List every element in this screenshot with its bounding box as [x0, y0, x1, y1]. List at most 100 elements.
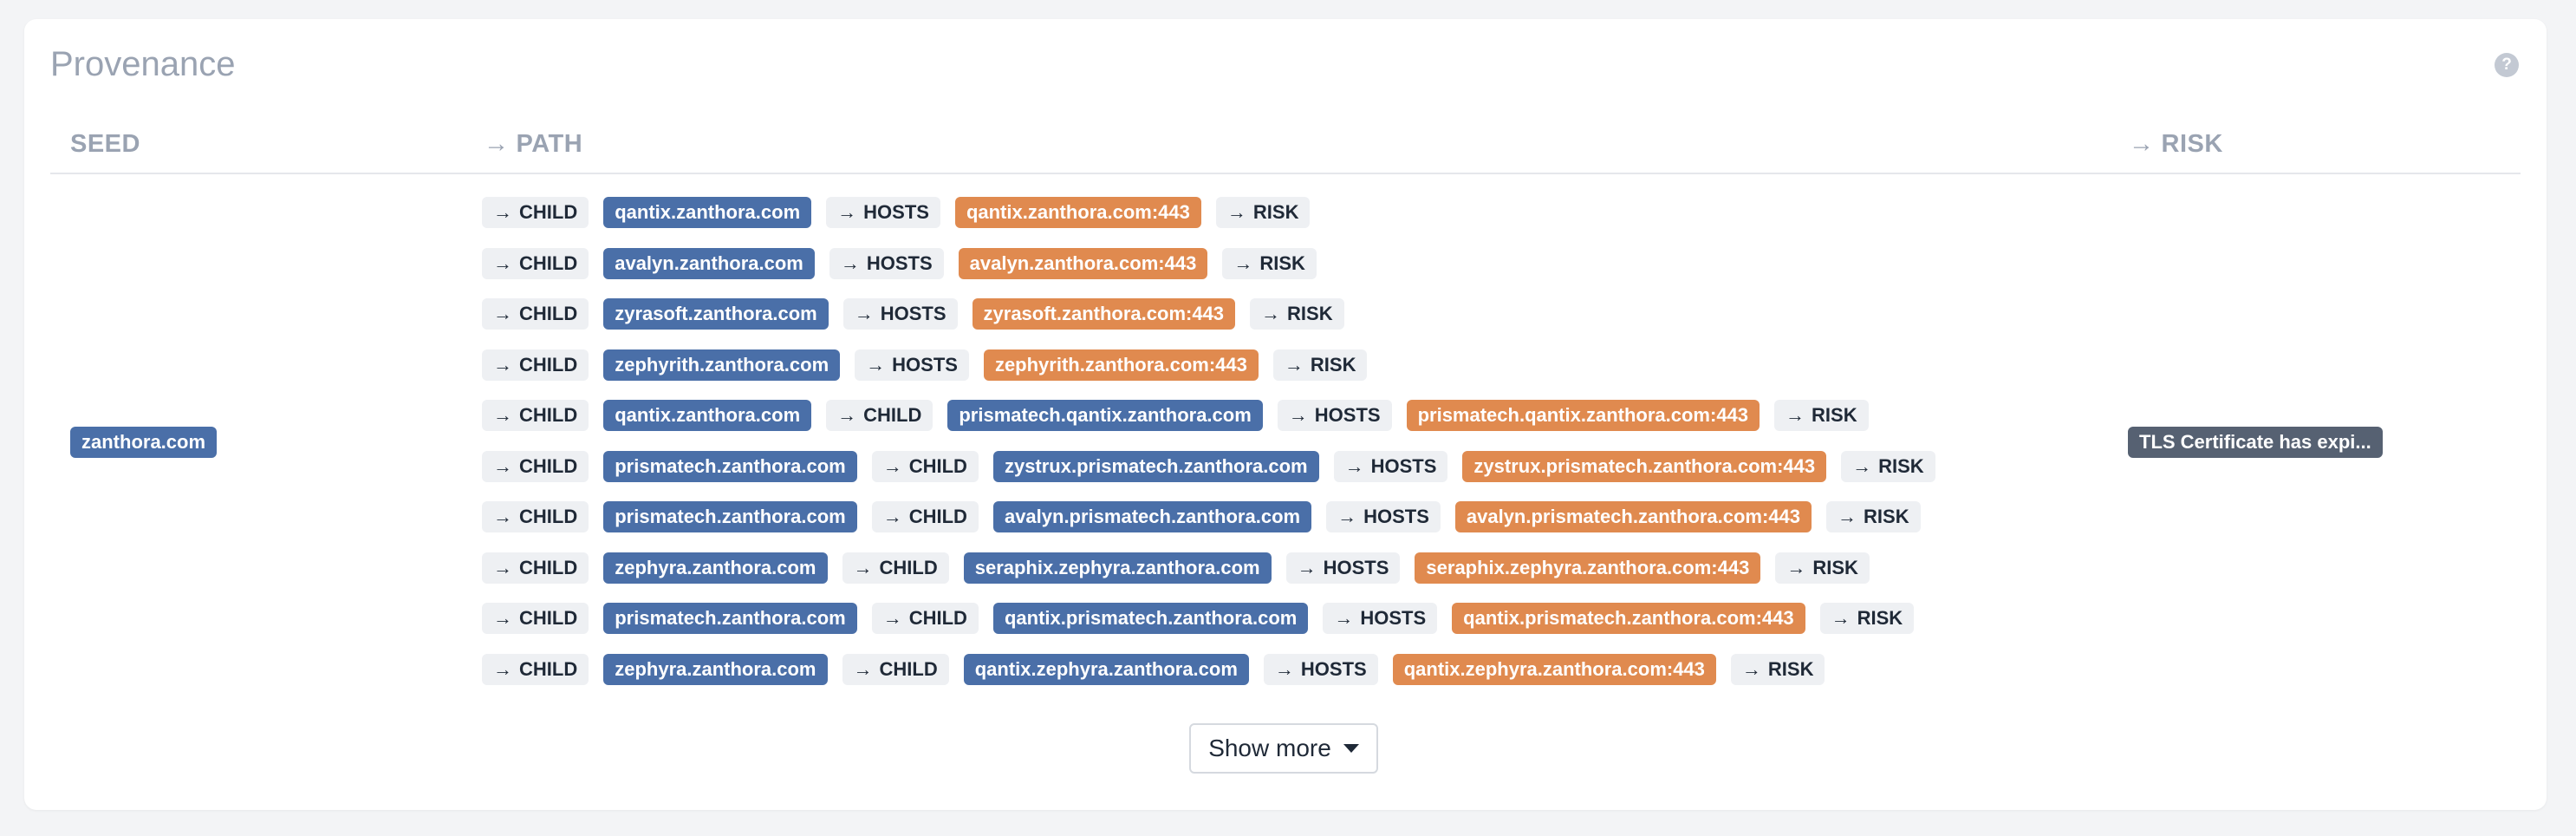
relation-label: CHILD [519, 303, 578, 324]
help-icon[interactable]: ? [2495, 53, 2519, 77]
arrow-right-icon: → [493, 657, 512, 680]
port-chip[interactable]: avalyn.prismatech.zanthora.com:443 [1454, 501, 1812, 532]
domain-chip[interactable]: avalyn.zanthora.com [603, 247, 815, 279]
relation-chip-child[interactable]: →CHILD [826, 400, 933, 431]
arrow-right-icon: → [1741, 657, 1761, 680]
relation-chip-risk[interactable]: →RISK [1222, 247, 1317, 279]
relation-chip-child[interactable]: → CHILD [842, 552, 949, 584]
port-chip[interactable]: prismatech.qantix.zanthora.com:443 [1406, 400, 1760, 431]
domain-chip[interactable]: prismatech.zanthora.com [603, 450, 857, 482]
relation-label: CHILD [519, 251, 578, 274]
relation-chip-child[interactable]: →CHILD [482, 450, 589, 482]
relation-label: CHILD [908, 454, 967, 477]
domain-chip[interactable]: zephyra.zanthora.com [603, 552, 828, 584]
relation-chip-hosts[interactable]: →HOSTS [826, 197, 940, 228]
domain-chip[interactable]: zyrasoft.zanthora.com [603, 298, 829, 330]
column-header-risk: →RISK [2129, 130, 2223, 159]
arrow-right-icon: → [1297, 556, 1317, 578]
port-chip[interactable]: zystrux.prismatech.zanthora.com:443 [1462, 450, 1827, 482]
relation-label: HOSTS [1363, 506, 1429, 527]
relation-chip-risk[interactable]: →RISK [1819, 603, 1915, 634]
domain-chip[interactable]: avalyn.prismatech.zanthora.com [992, 501, 1312, 532]
arrow-right-icon: → [1838, 506, 1857, 527]
relation-chip-child[interactable]: → CHILD [871, 450, 979, 482]
relation-label: CHILD [879, 556, 938, 578]
arrow-right-icon: → [493, 404, 512, 426]
relation-chip-child[interactable]: →CHILD [482, 400, 589, 431]
risk-cell: TLS Certificate has expi... [2128, 427, 2383, 458]
relation-chip-child[interactable]: → CHILD [482, 298, 589, 330]
path-row: → CHILD zephyra.zanthora.com → CHILD seraphix… [482, 552, 1950, 604]
domain-chip[interactable]: zephyra.zanthora.com [603, 653, 828, 685]
relation-chip-hosts[interactable]: → HOSTS [1326, 501, 1441, 532]
relation-chip-risk[interactable]: →RISK [1250, 298, 1344, 330]
port-chip[interactable]: avalyn.zanthora.com:443 [958, 247, 1208, 279]
relation-chip-risk[interactable]: →RISK [1775, 552, 1870, 584]
relation-chip-child[interactable]: →CHILD [482, 349, 589, 381]
relation-chip-risk[interactable]: →RISK [1730, 653, 1825, 685]
relation-chip-child[interactable]: →CHILD [482, 653, 589, 685]
port-chip[interactable]: qantix.zanthora.com:443 [954, 197, 1201, 228]
port-chip[interactable]: zyrasoft.zanthora.com:443 [972, 298, 1236, 330]
relation-chip-risk[interactable]: →RISK [1272, 349, 1368, 381]
arrow-right-icon: → [1233, 251, 1253, 274]
relation-chip-child[interactable]: →CHILD [482, 247, 589, 279]
domain-chip[interactable]: qantix.zanthora.com [603, 400, 812, 431]
seed-header-label: SEED [70, 130, 140, 158]
relation-chip-risk[interactable]: →RISK [1841, 450, 1935, 482]
relation-chip-hosts[interactable]: → HOSTS [842, 298, 958, 330]
port-chip[interactable]: qantix.zephyra.zanthora.com:443 [1392, 653, 1716, 685]
domain-chip[interactable]: zephyrith.zanthora.com [603, 349, 841, 381]
caret-down-icon [1343, 744, 1359, 753]
path-header-label: PATH [516, 130, 583, 158]
relation-chip-risk[interactable]: →RISK [1215, 197, 1311, 228]
show-more-button[interactable]: Show more [1189, 723, 1378, 774]
relation-chip-child[interactable]: →CHILD [482, 197, 589, 228]
port-chip[interactable]: qantix.prismatech.zanthora.com:443 [1452, 603, 1805, 634]
arrow-right-icon: → [1288, 404, 1308, 426]
relation-chip-child[interactable]: →CHILD [482, 603, 589, 634]
relation-chip-hosts[interactable]: →HOSTS [829, 247, 944, 279]
relation-chip-risk[interactable]: →RISK [1774, 400, 1869, 431]
arrow-right-icon: → [484, 130, 510, 158]
arrow-right-icon: → [493, 303, 512, 324]
relation-chip-hosts[interactable]: →HOSTS [1277, 400, 1392, 431]
path-row: → CHILD zyrasoft.zanthora.com → HOSTS zyrasof… [482, 298, 1950, 349]
domain-chip[interactable]: prismatech.zanthora.com [603, 603, 857, 634]
arrow-right-icon: → [853, 556, 873, 578]
arrow-right-icon: → [882, 454, 902, 477]
relation-chip-child[interactable]: →CHILD [482, 501, 589, 532]
relation-chip-risk[interactable]: →RISK [1826, 501, 1921, 532]
domain-chip[interactable]: qantix.prismatech.zanthora.com [992, 603, 1309, 634]
relation-chip-hosts[interactable]: →HOSTS [1323, 603, 1438, 634]
relation-chip-child[interactable]: →CHILD [842, 653, 949, 685]
relation-chip-hosts[interactable]: →HOSTS [855, 349, 969, 381]
relation-chip-hosts[interactable]: →HOSTS [1333, 450, 1448, 482]
relation-chip-hosts[interactable]: →HOSTS [1263, 653, 1378, 685]
arrow-right-icon: → [1284, 353, 1304, 376]
risk-chip[interactable]: TLS Certificate has expi... [2128, 427, 2383, 458]
arrow-right-icon: → [854, 303, 874, 324]
domain-chip[interactable]: qantix.zanthora.com [603, 197, 812, 228]
relation-label: CHILD [879, 657, 938, 680]
arrow-right-icon: → [1831, 607, 1851, 629]
relation-chip-child[interactable]: →CHILD [871, 603, 979, 634]
domain-chip[interactable]: prismatech.zanthora.com [603, 501, 857, 532]
seed-chip[interactable]: zanthora.com [70, 427, 218, 458]
domain-chip[interactable]: qantix.zephyra.zanthora.com [963, 653, 1249, 685]
port-chip[interactable]: zephyrith.zanthora.com:443 [983, 349, 1259, 381]
relation-chip-child[interactable]: →CHILD [871, 501, 979, 532]
relation-label: HOSTS [880, 303, 946, 324]
arrow-right-icon: → [493, 201, 512, 223]
arrow-right-icon: → [1337, 506, 1357, 527]
relation-label: CHILD [519, 556, 578, 578]
domain-chip[interactable]: prismatech.qantix.zanthora.com [947, 400, 1263, 431]
domain-chip[interactable]: zystrux.prismatech.zanthora.com [992, 450, 1319, 482]
domain-chip[interactable]: seraphix.zephyra.zanthora.com [963, 552, 1272, 584]
relation-chip-child[interactable]: →CHILD [482, 552, 589, 584]
port-chip[interactable]: seraphix.zephyra.zanthora.com:443 [1415, 552, 1761, 584]
relation-label: HOSTS [1370, 454, 1437, 477]
relation-chip-hosts[interactable]: →HOSTS [1285, 552, 1401, 584]
path-row: →CHILD qantix.zanthora.com →CHILD prismatec… [482, 400, 1950, 451]
